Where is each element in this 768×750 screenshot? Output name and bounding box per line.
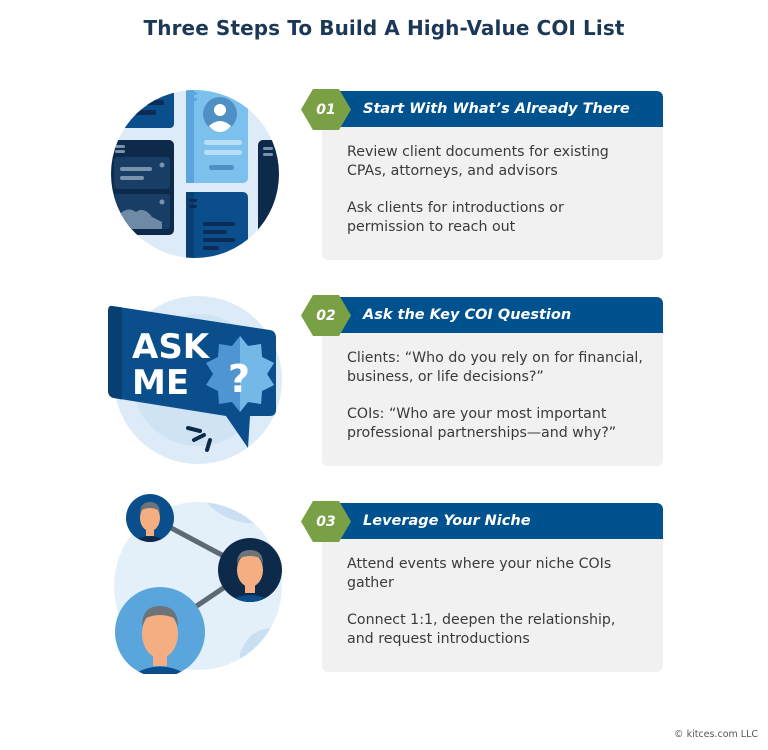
step-number-badge: 02 — [301, 295, 351, 336]
step-header: Ask the Key COI Question — [322, 297, 663, 333]
step-point: Clients: “Who do you rely on for financi… — [347, 350, 643, 385]
step-heading: Ask the Key COI Question — [363, 307, 572, 323]
step-point: Ask clients for introductions or permiss… — [347, 200, 564, 235]
step-point: Review client documents for existing CPA… — [347, 144, 609, 179]
step-heading: Start With What’s Already There — [363, 101, 630, 117]
hexagon-icon — [301, 501, 351, 542]
network-people-illustration — [100, 494, 290, 677]
step-1: Start With What’s Already There Review c… — [0, 82, 768, 262]
svg-text:ME: ME — [132, 363, 189, 403]
step-body: Clients: “Who do you rely on for financi… — [322, 333, 663, 443]
ask-me-speech-bubble-illustration: ASK ME ? — [100, 288, 290, 468]
documents-profile-illustration — [100, 82, 290, 262]
step-header: Leverage Your Niche — [322, 503, 663, 539]
step-number: 01 — [316, 101, 336, 118]
page-title: Three Steps To Build A High-Value COI Li… — [143, 16, 625, 40]
step-card: Ask the Key COI Question Clients: “Who d… — [322, 297, 663, 466]
hexagon-icon — [301, 89, 351, 130]
step-heading: Leverage Your Niche — [363, 513, 531, 529]
step-point: Connect 1:1, deepen the relationship, an… — [347, 612, 616, 647]
step-card: Leverage Your Niche Attend events where … — [322, 503, 663, 672]
step-body: Attend events where your niche COIs gath… — [322, 539, 663, 649]
step-2: ASK ME ? Ask the Key COI Question Client… — [0, 288, 768, 468]
step-point: COIs: “Who are your most important profe… — [347, 406, 617, 441]
step-number-badge: 03 — [301, 501, 351, 542]
step-header: Start With What’s Already There — [322, 91, 663, 127]
svg-text:?: ? — [228, 357, 250, 401]
svg-text:ASK: ASK — [132, 327, 211, 367]
step-point: Attend events where your niche COIs gath… — [347, 556, 612, 591]
step-body: Review client documents for existing CPA… — [322, 127, 663, 237]
hexagon-icon — [301, 295, 351, 336]
step-card: Start With What’s Already There Review c… — [322, 91, 663, 260]
step-number: 03 — [316, 513, 336, 530]
step-number-badge: 01 — [301, 89, 351, 130]
step-3: Leverage Your Niche Attend events where … — [0, 494, 768, 677]
step-number: 02 — [316, 307, 336, 324]
copyright-footer: © kitces.com LLC — [674, 729, 758, 740]
